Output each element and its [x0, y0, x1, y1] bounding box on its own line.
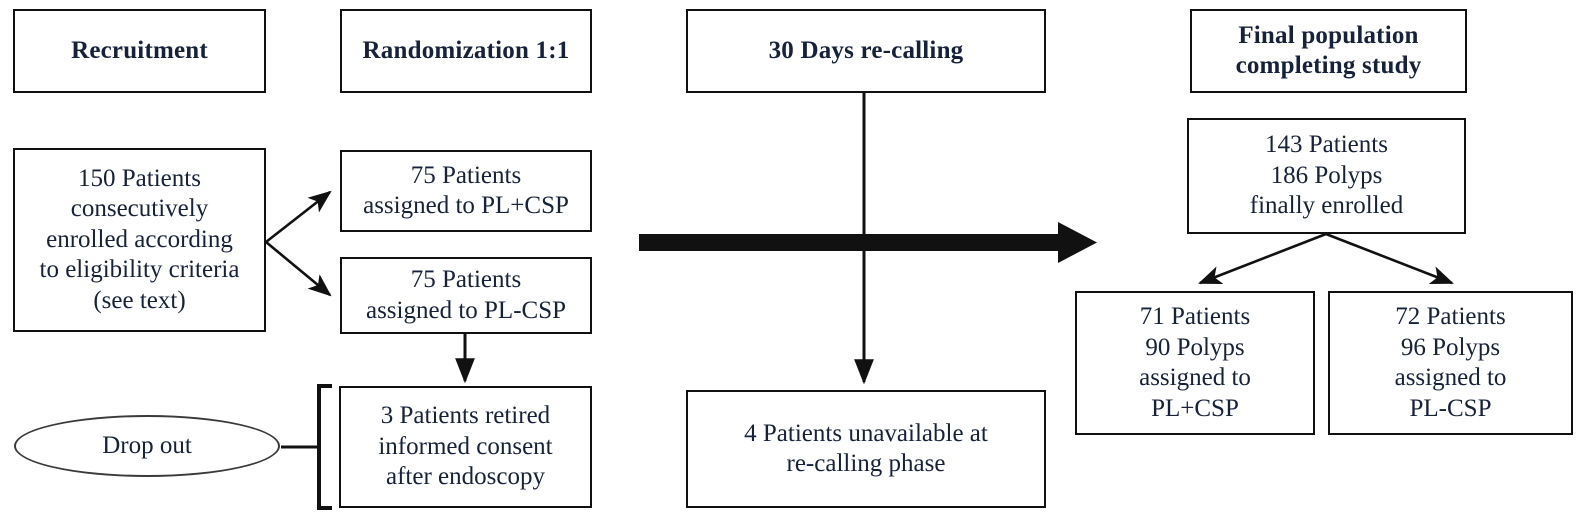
- node-box-final-plcsp-plus[interactable]: 71 Patients 90 Polyps assigned to PL+CSP: [1075, 291, 1315, 435]
- node-label-unavailable: 4 Patients unavailable at re-calling pha…: [744, 419, 988, 478]
- edge-final-split: [1198, 232, 1454, 285]
- node-box-final-plcsp-minus[interactable]: 72 Patients 96 Polyps assigned to PL-CSP: [1328, 291, 1573, 435]
- node-label-arm-plcsp-plus: 75 Patients assigned to PL+CSP: [363, 161, 569, 220]
- node-box-final-enrolled[interactable]: 143 Patients 186 Polyps finally enrolled: [1187, 118, 1466, 234]
- header-box-recruitment[interactable]: Recruitment: [13, 9, 266, 93]
- header-box-final-population[interactable]: Final population completing study: [1190, 9, 1467, 93]
- node-label-enrolled: 150 Patients consecutively enrolled acco…: [39, 164, 240, 314]
- node-label-final-plcsp-minus: 72 Patients 96 Polyps assigned to PL-CSP: [1394, 303, 1507, 422]
- node-ellipse-drop-out[interactable]: Drop out: [14, 415, 280, 477]
- node-box-enrolled[interactable]: 150 Patients consecutively enrolled acco…: [13, 148, 266, 332]
- node-label-arm-plcsp-minus: 75 Patients assigned to PL-CSP: [365, 266, 567, 324]
- node-box-retired-consent[interactable]: 3 Patients retired informed consent afte…: [339, 386, 592, 508]
- node-label-final-enrolled: 143 Patients 186 Polyps finally enrolled: [1249, 131, 1404, 220]
- header-label-randomization: Randomization 1:1: [362, 36, 570, 64]
- header-box-recalling[interactable]: 30 Days re-calling: [686, 9, 1046, 93]
- edge-dropout-bracket: [281, 384, 332, 510]
- node-label-retired-consent: 3 Patients retired informed consent afte…: [378, 402, 553, 491]
- node-label-final-plcsp-plus: 71 Patients 90 Polyps assigned to PL+CSP: [1139, 303, 1251, 422]
- header-label-final-population: Final population completing study: [1235, 21, 1422, 80]
- edge-enrollment-split: [265, 190, 332, 297]
- node-box-arm-plcsp-minus[interactable]: 75 Patients assigned to PL-CSP: [340, 257, 592, 334]
- node-box-unavailable[interactable]: 4 Patients unavailable at re-calling pha…: [686, 390, 1046, 508]
- node-label-drop-out: Drop out: [102, 432, 192, 459]
- node-box-arm-plcsp-plus[interactable]: 75 Patients assigned to PL+CSP: [340, 150, 592, 232]
- edge-main-process-arrow: [639, 222, 1097, 263]
- header-box-randomization[interactable]: Randomization 1:1: [340, 9, 592, 93]
- header-label-recalling: 30 Days re-calling: [768, 36, 964, 64]
- header-label-recruitment: Recruitment: [71, 36, 208, 64]
